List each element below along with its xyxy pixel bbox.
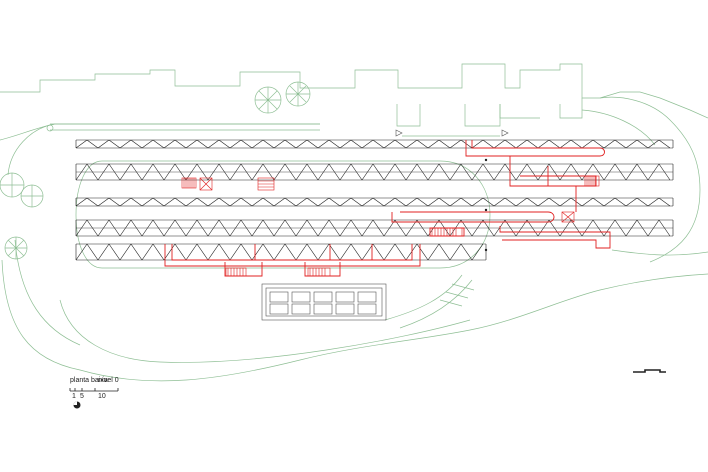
scale-tick-label: 1 — [72, 393, 76, 400]
scale-tick-label: 5 — [80, 393, 84, 400]
site-context — [0, 63, 708, 382]
scale-tick-label: 10 — [98, 393, 106, 400]
truss-band — [75, 139, 674, 149]
graphic-scale-right — [633, 369, 666, 373]
truss-band — [75, 197, 674, 207]
markers — [484, 158, 488, 252]
north-arrow-icon — [73, 401, 81, 409]
entry-arrows — [395, 129, 509, 137]
circulation-routes — [164, 140, 611, 277]
level-label: nível 0 — [98, 377, 119, 384]
service-building — [261, 283, 387, 321]
tree-symbol-icon — [0, 81, 311, 260]
platform-trusses — [75, 139, 674, 261]
stair-hatch-icon — [181, 175, 600, 277]
scale-bar — [69, 388, 119, 392]
truss-band — [75, 243, 487, 261]
plan-title: planta baixa — [70, 377, 108, 384]
